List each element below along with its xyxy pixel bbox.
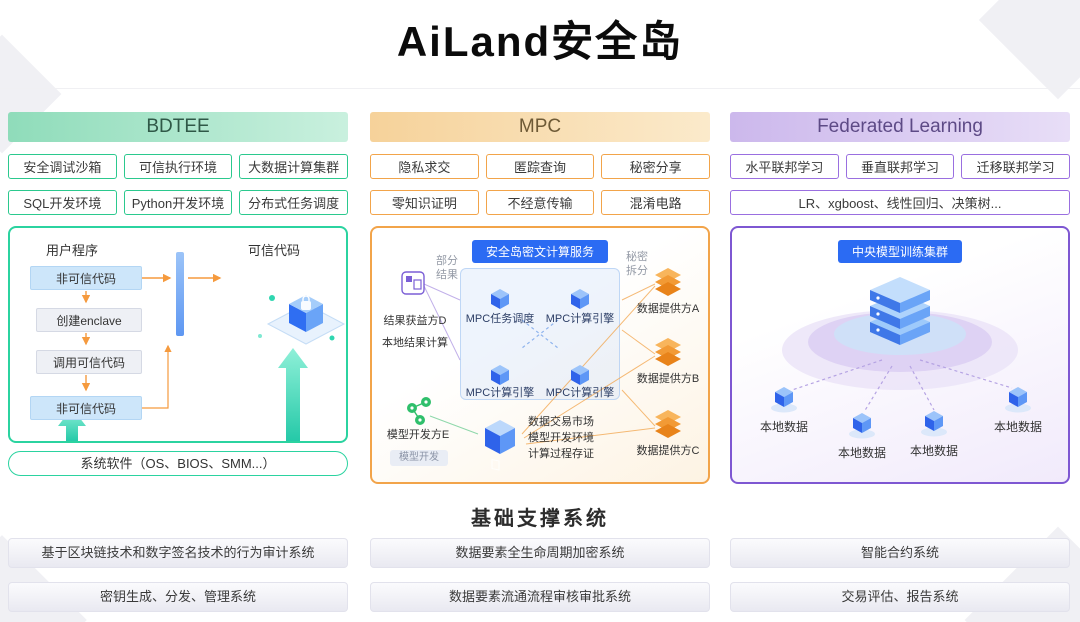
secret-split-label: 秘密拆分: [626, 251, 648, 277]
mpc-engine-cluster-box: [460, 268, 620, 400]
mpc-graphics: [401, 268, 681, 471]
support-item: 交易评估、报告系统: [730, 582, 1070, 612]
bdtee-tag-row-2: SQL开发环境 Python开发环境 分布式任务调度: [8, 190, 349, 215]
bdtee-column: BDTEE 安全调试沙箱 可信执行环境 大数据计算集群 SQL开发环境 Pyth…: [8, 112, 349, 476]
result-party-links: [423, 283, 461, 361]
arrow-elbow-icon: [142, 344, 172, 409]
result-party-icon: [401, 271, 425, 295]
mpc-scheduler-label: MPC任务调度: [465, 313, 535, 325]
untrusted-code-box: 非可信代码: [30, 266, 142, 290]
market-line: 计算过程存证: [528, 448, 594, 460]
database-icon: [655, 410, 681, 438]
system-software-bar: 系统软件（OS、BIOS、SMM...）: [8, 451, 348, 476]
bdtee-flow-graphics: [58, 252, 346, 441]
mpc-tag: 不经意传输: [485, 190, 595, 215]
data-provider-label: 数据提供方C: [636, 445, 700, 457]
fl-links: [791, 359, 1013, 413]
mpc-tag: 零知识证明: [370, 190, 479, 215]
fl-graphics: [771, 277, 1031, 439]
trusted-code-label: 可信代码: [248, 243, 301, 258]
mpc-tag-row-2: 零知识证明 不经意传输 混淆电路: [370, 190, 711, 215]
local-data-icon: [849, 413, 875, 439]
mpc-column: MPC 隐私求交 匿踪查询 秘密分享 零知识证明 不经意传输 混淆电路 安全岛密…: [370, 112, 711, 484]
engine-mesh-lines: [521, 319, 559, 349]
support-item: 基于区块链技术和数字签名技术的行为审计系统: [8, 538, 348, 568]
model-dev-link: [429, 415, 479, 435]
mpc-tag-row-1: 隐私求交 匿踪查询 秘密分享: [370, 154, 711, 179]
bdtee-tag: 可信执行环境: [123, 154, 233, 179]
network-icon: [407, 397, 431, 425]
fl-tag-row-2: LR、xgboost、线性回归、决策树...: [730, 190, 1070, 215]
server-stack-icon: [870, 277, 930, 345]
fl-column: Federated Learning 水平联邦学习 垂直联邦学习 迁移联邦学习 …: [730, 112, 1071, 484]
local-data-label: 本地数据: [993, 420, 1042, 434]
fl-tag: 垂直联邦学习: [845, 154, 955, 179]
local-data-icon: [921, 411, 947, 437]
local-data-label: 本地数据: [759, 420, 808, 434]
mpc-engine-label: MPC计算引擎: [545, 387, 615, 399]
local-data-label: 本地数据: [909, 444, 958, 458]
cube-icon: [571, 365, 589, 385]
partial-result-label: 部分结果: [436, 255, 458, 281]
memory-bar-icon: [176, 252, 184, 336]
mpc-tag: 匿踪查询: [485, 154, 595, 179]
local-data-label: 本地数据: [837, 446, 886, 460]
market-text-block: 数据交易市场 模型开发环境 计算过程存证: [528, 414, 594, 462]
fl-algorithms-tag: LR、xgboost、线性回归、决策树...: [730, 190, 1070, 215]
cube-icon: [491, 289, 509, 309]
bdtee-tag: SQL开发环境: [8, 190, 117, 215]
mpc-tag: 秘密分享: [601, 154, 711, 179]
support-item: 密钥生成、分发、管理系统: [8, 582, 348, 612]
market-cube-icon: [485, 420, 515, 471]
local-data-icon: [771, 387, 797, 413]
market-line: 数据交易市场: [528, 416, 594, 428]
mpc-service-badge: 安全岛密文计算服务: [471, 240, 609, 263]
fl-tag-row-1: 水平联邦学习 垂直联邦学习 迁移联邦学习: [730, 154, 1071, 179]
model-dev-tag: 模型开发: [390, 450, 448, 466]
call-trusted-code-box: 调用可信代码: [36, 350, 142, 374]
cube-icon: [491, 365, 509, 385]
mpc-engine-label: MPC计算引擎: [545, 313, 615, 325]
bdtee-tag: 安全调试沙箱: [8, 154, 117, 179]
mpc-tag: 隐私求交: [370, 154, 479, 179]
user-program-label: 用户程序: [46, 243, 99, 258]
mpc-tag: 混淆电路: [601, 190, 711, 215]
bdtee-panel: 用户程序 可信代码 非可信代码 创建enclave 调用可信代码 非可信代码: [8, 226, 348, 443]
bdtee-tag: Python开发环境: [123, 190, 233, 215]
page-title: AiLand安全岛: [396, 18, 684, 65]
bdtee-tag: 大数据计算集群: [239, 154, 349, 179]
local-compute-label: 本地结果计算: [382, 337, 448, 349]
support-item: 智能合约系统: [730, 538, 1070, 568]
data-provider-label: 数据提供方B: [636, 373, 700, 385]
arrow-up-icon: [58, 408, 86, 441]
market-line: 模型开发环境: [528, 432, 594, 444]
cube-icon: [571, 289, 589, 309]
untrusted-code-box: 非可信代码: [30, 396, 142, 420]
fl-tag: 迁移联邦学习: [961, 154, 1071, 179]
arrow-up-icon: [278, 348, 308, 441]
create-enclave-box: 创建enclave: [36, 308, 142, 332]
result-party-label: 结果获益方D: [383, 315, 447, 327]
data-provider-label: 数据提供方A: [636, 303, 700, 315]
database-icon: [655, 338, 681, 366]
support-item: 数据要素流通流程审核审批系统: [370, 582, 710, 612]
fl-cluster-badge: 中央模型训练集群: [837, 240, 963, 263]
bdtee-tag: 分布式任务调度: [239, 190, 349, 215]
fl-panel: 中央模型训练集群: [730, 226, 1070, 484]
decor-line: [0, 88, 1080, 89]
bdtee-tag-row-1: 安全调试沙箱 可信执行环境 大数据计算集群: [8, 154, 349, 179]
bdtee-header: BDTEE: [8, 112, 348, 142]
database-icon: [655, 268, 681, 296]
support-item: 数据要素全生命周期加密系统: [370, 538, 710, 568]
mpc-engine-label: MPC计算引擎: [465, 387, 535, 399]
mpc-header: MPC: [370, 112, 710, 142]
mpc-panel: 安全岛密文计算服务: [370, 226, 710, 484]
trusted-chip-icon: [258, 295, 346, 345]
model-party-label: 模型开发方E: [386, 429, 450, 441]
provider-links: [521, 283, 656, 445]
local-data-icon: [1005, 387, 1031, 413]
fl-header: Federated Learning: [730, 112, 1070, 142]
fl-tag: 水平联邦学习: [730, 154, 839, 179]
support-title: 基础支撑系统: [471, 508, 609, 530]
